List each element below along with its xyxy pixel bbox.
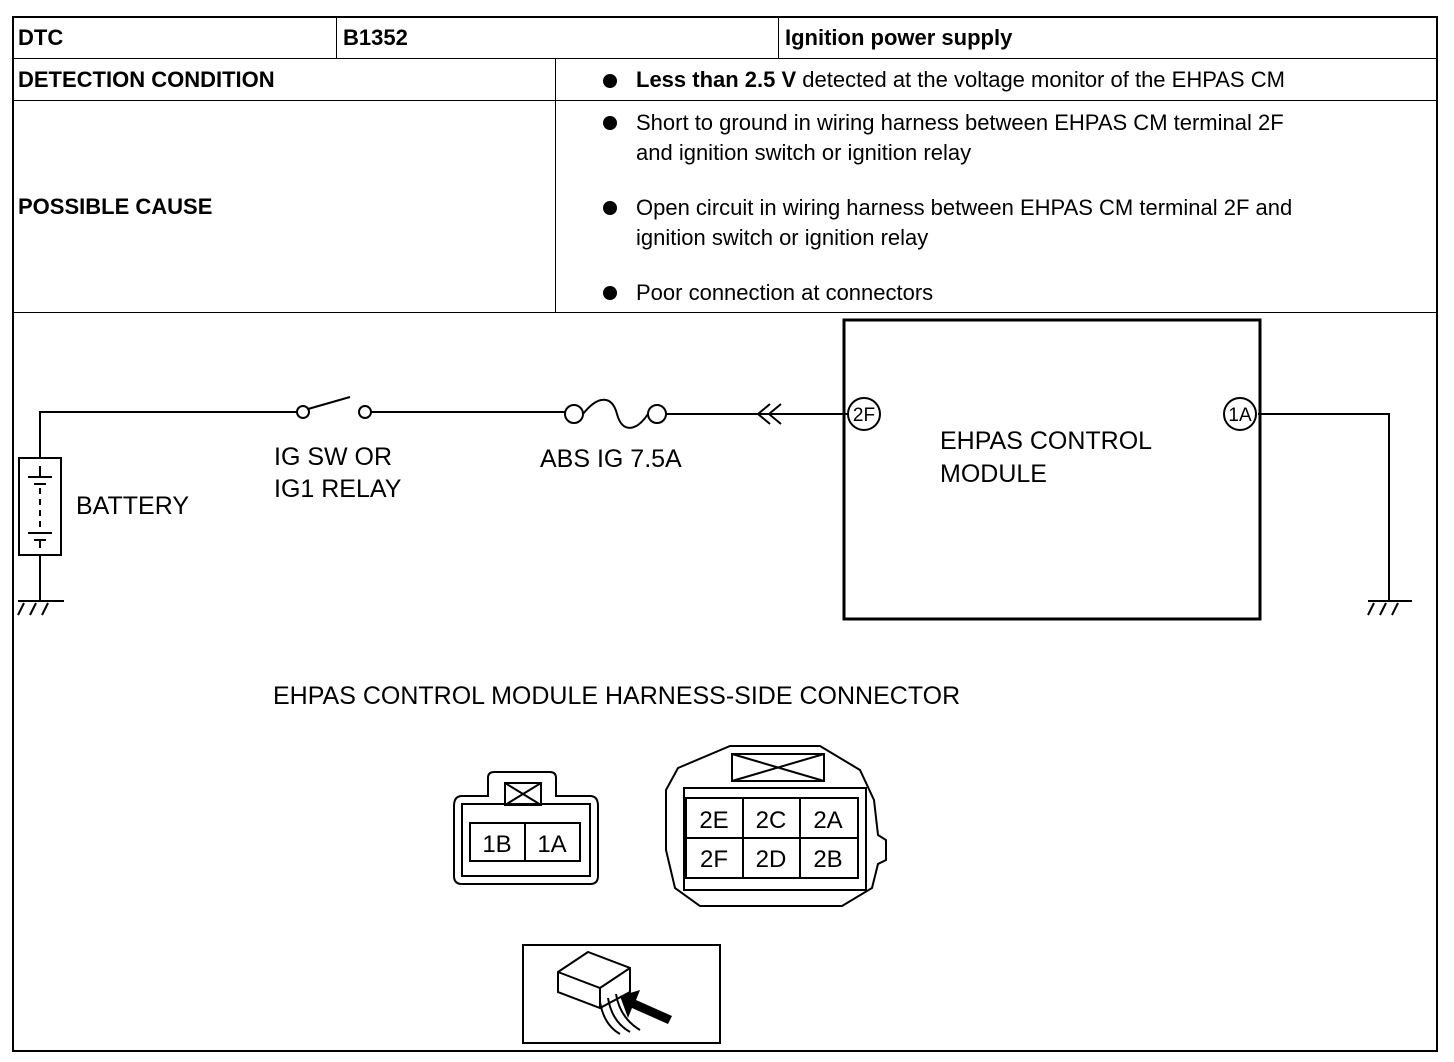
terminal-2f-marker bbox=[847, 397, 881, 431]
insertion-arrow-icon bbox=[620, 990, 672, 1024]
terminal-2f-label: 2F bbox=[853, 405, 875, 426]
large-pin-2e: 2E bbox=[699, 807, 728, 834]
large-connector bbox=[665, 745, 887, 907]
cause-item-1: Short to ground in wiring harness betwee… bbox=[636, 108, 1284, 168]
detection-bullet bbox=[603, 74, 617, 88]
col-divider-dtc bbox=[336, 16, 337, 58]
dtc-label: DTC bbox=[18, 25, 64, 50]
switch-contact-right bbox=[358, 405, 372, 419]
module-label-line-1: EHPAS CONTROL bbox=[940, 427, 1152, 455]
cause-item-1-line-1: Short to ground in wiring harness betwee… bbox=[636, 110, 1284, 135]
row-divider-2 bbox=[12, 100, 1438, 101]
large-pin-2d: 2D bbox=[756, 846, 787, 873]
fuse-label: ABS IG 7.5A bbox=[540, 445, 682, 473]
switch-blade bbox=[307, 396, 351, 410]
dtc-title: Ignition power supply bbox=[785, 25, 1013, 50]
large-pin-2b: 2B bbox=[813, 846, 842, 873]
cause-item-2: Open circuit in wiring harness between E… bbox=[636, 193, 1292, 253]
cause-bullet-1 bbox=[603, 116, 617, 130]
harness-side-view-icon bbox=[522, 944, 721, 1044]
fuse-contact-left bbox=[564, 404, 584, 424]
switch-label-line-1: IG SW OR bbox=[274, 443, 392, 471]
terminal-1a-label: 1A bbox=[1228, 405, 1252, 426]
detection-threshold: Less than 2.5 V bbox=[636, 67, 797, 92]
large-pin-2f: 2F bbox=[700, 846, 728, 873]
module-label-line-2: MODULE bbox=[940, 460, 1047, 488]
col-divider-detail bbox=[555, 58, 556, 312]
connector-title: EHPAS CONTROL MODULE HARNESS-SIDE CONNEC… bbox=[273, 682, 960, 710]
cause-bullet-3 bbox=[603, 286, 617, 300]
wire-battery-up bbox=[39, 411, 298, 458]
dtc-code: B1352 bbox=[343, 25, 408, 50]
connector-chevron-2 bbox=[767, 403, 782, 425]
row-divider-1 bbox=[12, 58, 1438, 59]
detection-condition-text: Less than 2.5 V detected at the voltage … bbox=[636, 65, 1285, 95]
terminal-1a-marker bbox=[1223, 397, 1257, 431]
cause-item-2-line-1: Open circuit in wiring harness between E… bbox=[636, 195, 1293, 220]
page-frame bbox=[12, 16, 1438, 1052]
switch-contact-left bbox=[296, 405, 310, 419]
large-pin-2a: 2A bbox=[813, 807, 842, 834]
ehpas-module-box bbox=[842, 318, 1262, 621]
cause-item-3-line-1: Poor connection at connectors bbox=[636, 280, 934, 305]
col-divider-code bbox=[778, 16, 779, 58]
connector-chevron-1 bbox=[756, 403, 771, 425]
row-divider-3 bbox=[12, 312, 1438, 313]
small-pin-1b: 1B bbox=[482, 831, 511, 858]
small-connector bbox=[453, 771, 599, 885]
wire-module-ground bbox=[1258, 413, 1390, 601]
fuse-element bbox=[582, 398, 649, 429]
detection-condition-label: DETECTION CONDITION bbox=[18, 67, 275, 92]
cause-item-1-line-2: and ignition switch or ignition relay bbox=[636, 140, 972, 165]
fuse-contact-right bbox=[647, 404, 667, 424]
small-pin-1a: 1A bbox=[537, 831, 566, 858]
large-pin-2c: 2C bbox=[756, 807, 787, 834]
switch-label-line-2: IG1 RELAY bbox=[274, 475, 402, 503]
cause-item-3: Poor connection at connectors bbox=[636, 278, 933, 308]
possible-cause-label: POSSIBLE CAUSE bbox=[18, 194, 213, 219]
detection-description: detected at the voltage monitor of the E… bbox=[796, 67, 1285, 92]
cause-item-2-line-2: ignition switch or ignition relay bbox=[636, 225, 929, 250]
cause-bullet-2 bbox=[603, 201, 617, 215]
battery-label: BATTERY bbox=[76, 492, 189, 520]
